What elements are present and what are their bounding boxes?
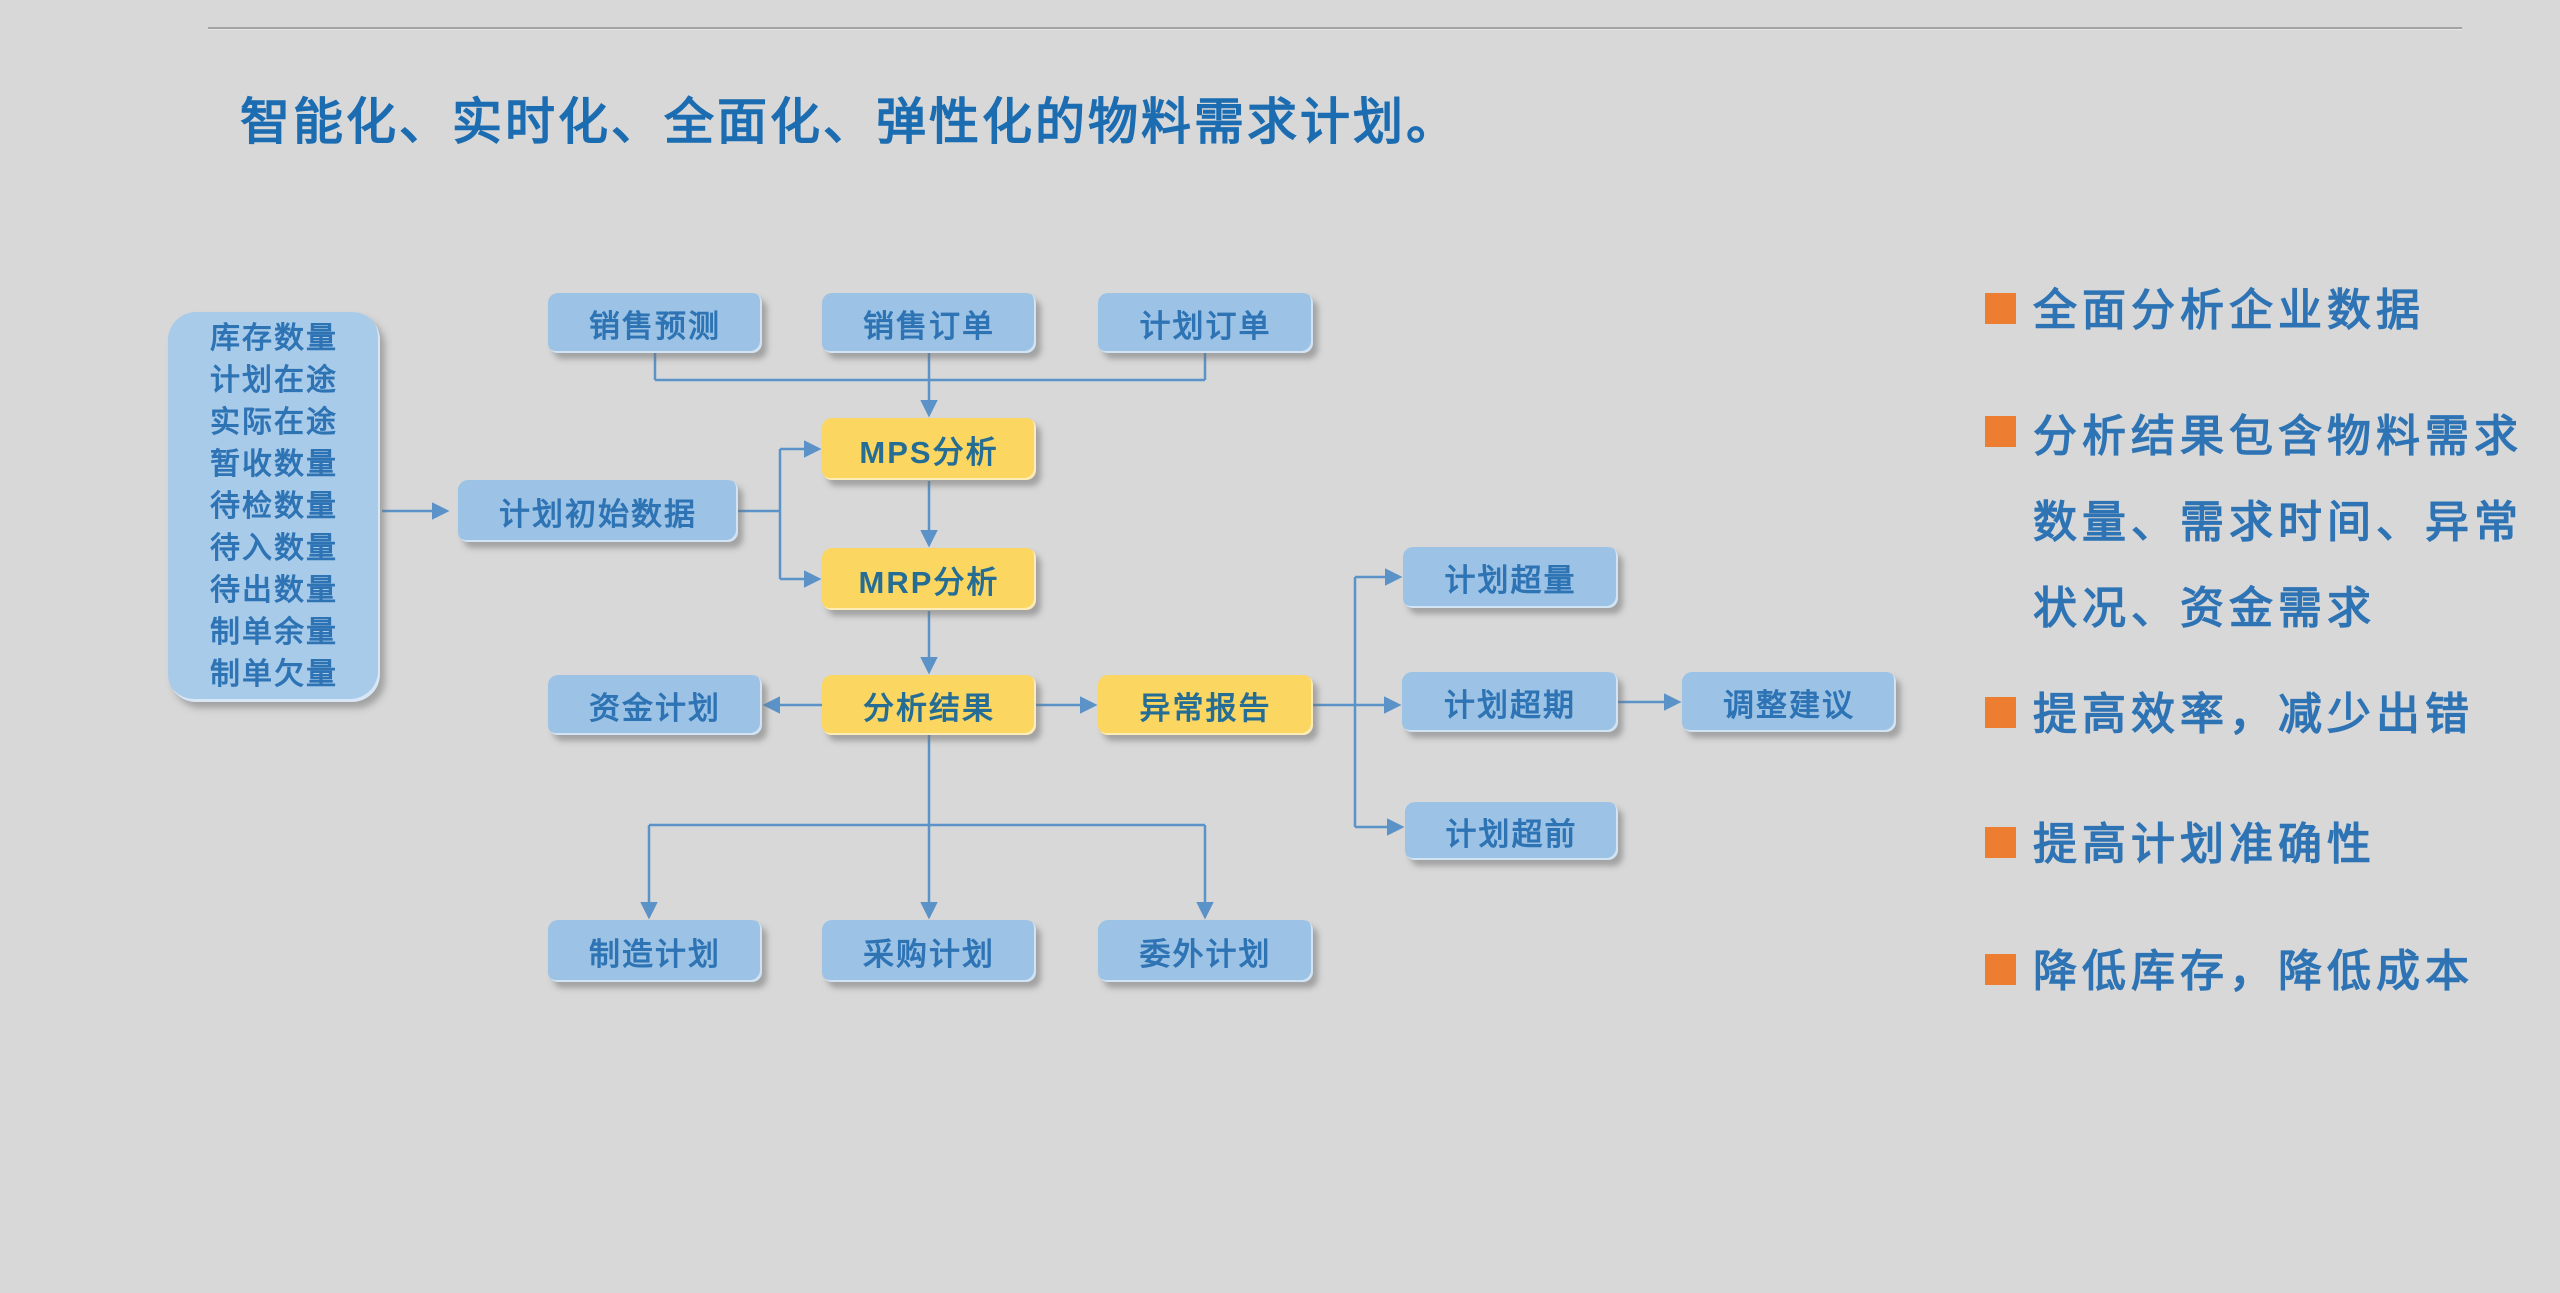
node-purchase-plan: 采购计划 — [822, 920, 1036, 982]
benefit-text: 分析结果包含物料需求数量、需求时间、异常状况、资金需求 — [2033, 412, 2523, 633]
node-initial-data: 计划初始数据 — [458, 480, 738, 542]
panel-item: 制单余量 — [210, 616, 338, 649]
panel-item: 实际在途 — [210, 406, 338, 439]
node-outsourcing-plan: 委外计划 — [1098, 920, 1313, 982]
divider-line — [208, 27, 2462, 30]
bullet-square-icon — [1985, 954, 2016, 985]
node-sales-order: 销售订单 — [822, 293, 1036, 353]
node-plan-ahead: 计划超前 — [1405, 802, 1618, 860]
benefit-text: 提高效率，减少出错 — [2033, 690, 2474, 739]
node-analysis-result: 分析结果 — [822, 675, 1036, 735]
node-mps-analysis: MPS分析 — [822, 418, 1036, 480]
bullet-square-icon — [1985, 827, 2016, 858]
benefit-item: 降低库存，降低成本 — [1985, 942, 2474, 1002]
node-planned-order: 计划订单 — [1098, 293, 1313, 353]
panel-item: 库存数量 — [210, 322, 338, 355]
panel-item: 暂收数量 — [210, 448, 338, 481]
panel-item: 待出数量 — [210, 574, 338, 607]
node-adjust-suggestion: 调整建议 — [1682, 672, 1896, 732]
page-title: 智能化、实时化、全面化、弹性化的物料需求计划。 — [240, 94, 1459, 150]
bullet-square-icon — [1985, 293, 2016, 324]
benefit-text: 提高计划准确性 — [2033, 820, 2376, 869]
node-manufacturing-plan: 制造计划 — [548, 920, 762, 982]
node-plan-over-quantity: 计划超量 — [1403, 547, 1618, 608]
panel-item: 制单欠量 — [210, 658, 338, 691]
node-sales-forecast: 销售预测 — [548, 293, 762, 353]
node-mrp-analysis: MRP分析 — [822, 548, 1036, 610]
panel-item: 计划在途 — [210, 364, 338, 397]
benefit-text: 降低库存，降低成本 — [2033, 947, 2474, 996]
bullet-square-icon — [1985, 697, 2016, 728]
benefit-item: 提高效率，减少出错 — [1985, 685, 2474, 745]
benefit-item: 全面分析企业数据 — [1985, 281, 2425, 341]
panel-item: 待检数量 — [210, 490, 338, 523]
node-fund-plan: 资金计划 — [548, 675, 762, 735]
panel-item: 待入数量 — [210, 532, 338, 565]
node-exception-report: 异常报告 — [1098, 675, 1313, 735]
benefit-item: 提高计划准确性 — [1985, 815, 2376, 875]
node-plan-overdue: 计划超期 — [1402, 672, 1618, 732]
bullet-square-icon — [1985, 416, 2016, 447]
benefit-text: 全面分析企业数据 — [2033, 286, 2425, 335]
benefit-item: 分析结果包含物料需求数量、需求时间、异常状况、资金需求 — [1985, 394, 2538, 652]
initial-data-source-panel: 库存数量 计划在途 实际在途 暂收数量 待检数量 待入数量 待出数量 制单余量 … — [168, 312, 380, 702]
